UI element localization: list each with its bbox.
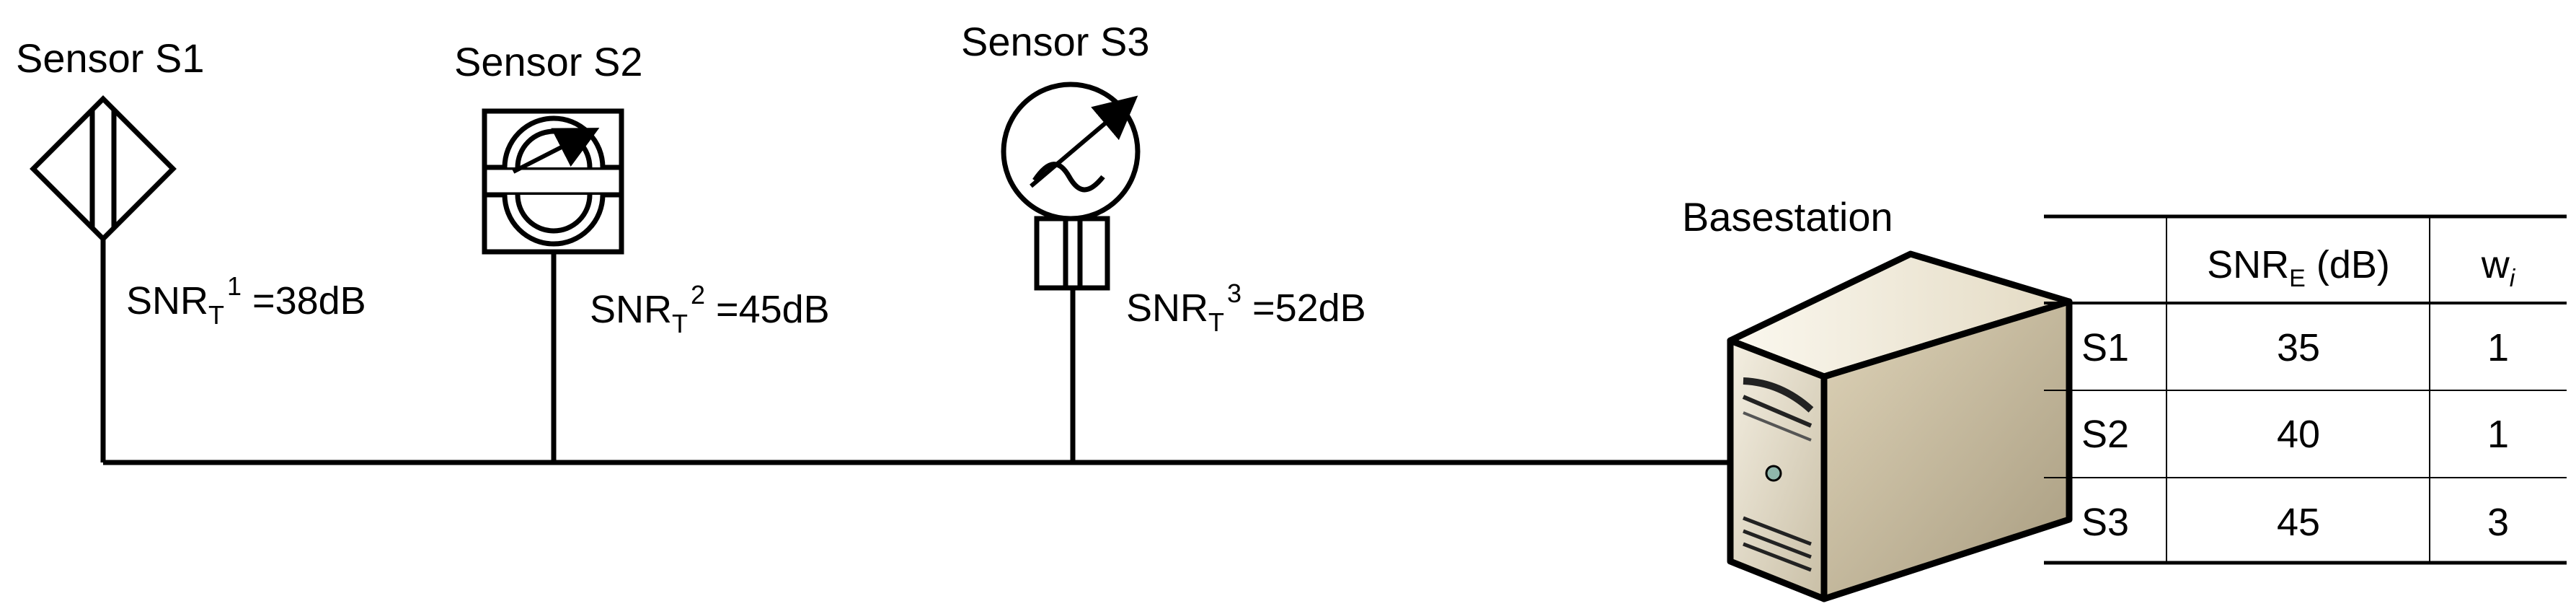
sensor-s1-title: Sensor S1	[16, 35, 205, 81]
table-row-1-snr: 35	[2277, 326, 2320, 369]
sensor-s1: Sensor S1 SNRT1 =38dB	[16, 35, 366, 330]
sensor-s2: Sensor S2 SNRT2 =45dB	[454, 39, 830, 338]
table-row-1-sensor: S1	[2081, 326, 2129, 369]
sensor-s3-snr-label: SNRT3 =52dB	[1126, 279, 1366, 337]
sensor-s3-title: Sensor S3	[961, 19, 1150, 64]
table-row-3-weight: 3	[2487, 501, 2509, 544]
server-icon	[1727, 250, 2073, 602]
sensor-s3-icon	[1001, 82, 1141, 291]
table-row-2-sensor: S2	[2081, 413, 2129, 456]
table-header-weight: wi	[2481, 243, 2516, 292]
sensor-s1-icon	[30, 95, 177, 242]
sensor-s2-snr-label: SNRT2 =45dB	[590, 280, 830, 338]
sensor-s2-title: Sensor S2	[454, 39, 643, 84]
table-row-2-weight: 1	[2487, 413, 2509, 456]
network-bus	[100, 234, 1734, 465]
table-row-1-weight: 1	[2487, 326, 2509, 369]
basestation: Basestation	[1682, 194, 2073, 602]
table-row-3-snr: 45	[2277, 501, 2320, 544]
table-header-snr: SNRE (dB)	[2207, 243, 2390, 292]
sensor-s2-icon	[482, 108, 624, 255]
basestation-title: Basestation	[1682, 194, 1893, 240]
table-row-3-sensor: S3	[2081, 501, 2129, 544]
sensor-s1-snr-label: SNRT1 =38dB	[126, 271, 366, 330]
sensor-s3: Sensor S3 SNRT3 =52dB	[961, 19, 1366, 337]
snr-weight-table: SNRE (dB) wi S1 35 1 S2 40 1 S3 45 3	[2044, 214, 2567, 565]
table-row-2-snr: 40	[2277, 413, 2320, 456]
